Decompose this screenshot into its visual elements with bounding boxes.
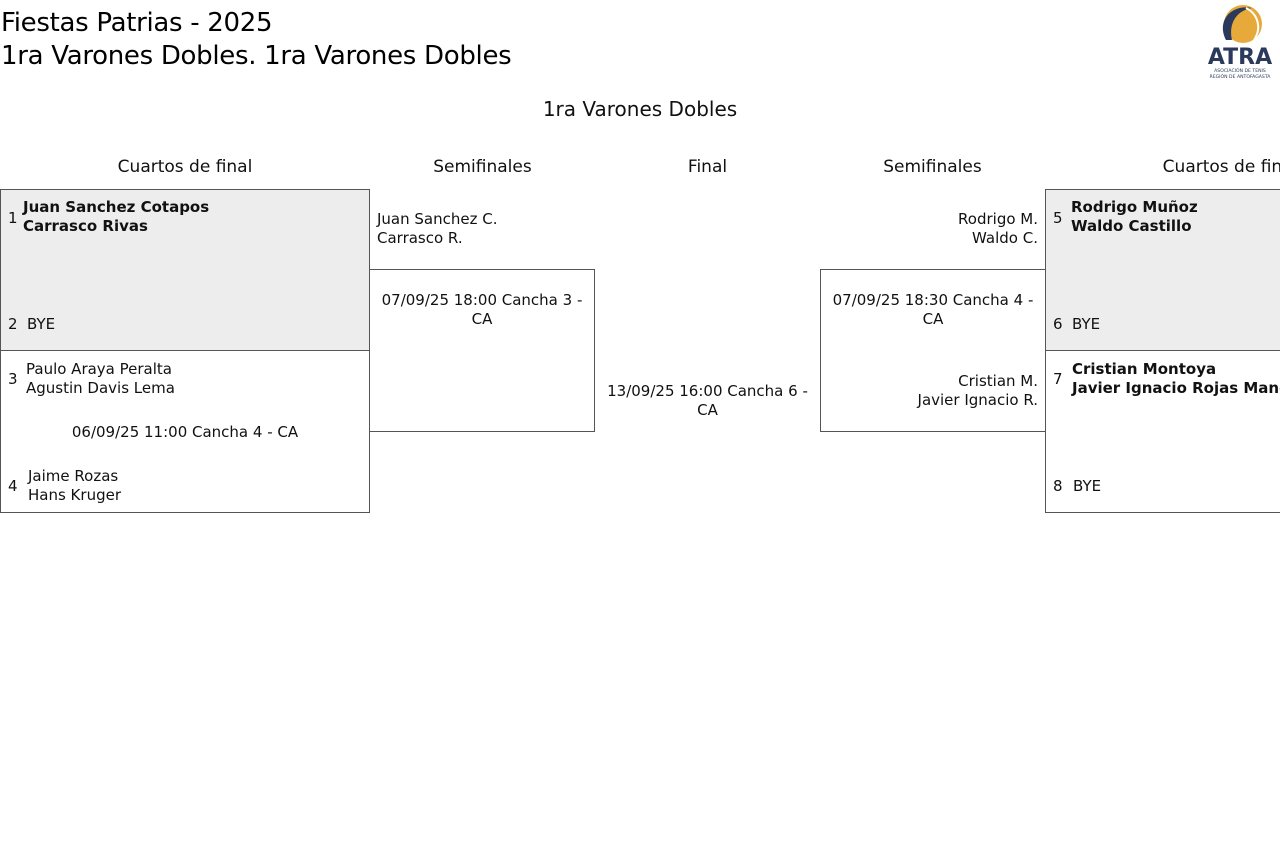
round-header-qf-right: Cuartos de final [1162,157,1280,177]
bye-label: BYE [1073,477,1102,495]
draw-title: 1ra Varones Dobles [542,97,738,121]
match-schedule: 07/09/25 18:30 Cancha 4 - CA [832,291,1034,328]
seed-number: 6 [1053,315,1063,333]
round-header-final: Final [687,157,728,177]
seed-number: 5 [1053,209,1063,227]
player-name: Carrasco Rivas [23,217,148,235]
player-name: Jaime Rozas [28,467,119,485]
player-name: Hans Kruger [28,486,121,504]
player-name: Paulo Araya Peralta [26,360,172,378]
sf-match-left: 07/09/25 18:00 Cancha 3 - CA [369,269,595,432]
atra-logo: ATRA ASOCIACIÓN DE TENIS REGIÓN DE ANTOF… [1202,2,1278,82]
sf-right-player: Javier Ignacio R. [917,391,1038,409]
qf-match-3: 5 Rodrigo Muñoz Waldo Castillo 6 BYE [1045,189,1280,351]
final-schedule: 13/09/25 16:00 Cancha 6 - CA [607,382,808,419]
tennis-ball-logo-icon: ATRA ASOCIACIÓN DE TENIS REGIÓN DE ANTOF… [1208,5,1272,80]
bye-label: BYE [27,315,56,333]
match-schedule: 07/09/25 18:00 Cancha 3 - CA [381,291,583,328]
sf-left-player: Carrasco R. [377,229,463,247]
sf-right-player: Cristian M. [958,372,1038,390]
logo-tagline-2: REGIÓN DE ANTOFAGASTA [1210,73,1272,80]
round-header-sf-right: Semifinales [883,157,982,177]
seed-number: 1 [8,209,18,227]
round-header-sf-left: Semifinales [433,157,532,177]
sf-match-right: 07/09/25 18:30 Cancha 4 - CA Cristian M.… [820,269,1046,432]
logo-tagline-1: ASOCIACIÓN DE TENIS [1214,67,1266,74]
player-name: Rodrigo Muñoz [1071,198,1198,216]
bye-label: BYE [1072,315,1101,333]
seed-number: 2 [8,315,18,333]
seed-number: 4 [8,477,18,495]
tournament-title: Fiestas Patrias - 2025 [1,8,273,38]
player-name: Waldo Castillo [1071,217,1192,235]
qf-match-4: 7 Cristian Montoya Javier Ignacio Rojas … [1045,350,1280,513]
category-title: 1ra Varones Dobles. 1ra Varones Dobles [1,41,512,71]
player-name: Agustin Davis Lema [26,379,175,397]
logo-wordmark: ATRA [1208,45,1272,70]
sf-right-player: Rodrigo M. [958,210,1038,228]
round-header-qf-left: Cuartos de final [117,157,253,177]
player-name: Javier Ignacio Rojas Mancilla [1072,379,1280,397]
seed-number: 8 [1053,477,1063,495]
qf-match-1: 1 Juan Sanchez Cotapos Carrasco Rivas 2 … [0,189,370,351]
qf-match-2: 3 Paulo Araya Peralta Agustin Davis Lema… [0,350,370,513]
player-name: Juan Sanchez Cotapos [23,198,210,216]
seed-number: 7 [1053,370,1063,388]
match-schedule: 06/09/25 11:00 Cancha 4 - CA [71,423,299,441]
sf-right-player: Waldo C. [972,229,1038,247]
seed-number: 3 [8,370,18,388]
sf-left-player: Juan Sanchez C. [377,210,498,228]
player-name: Cristian Montoya [1072,360,1217,378]
